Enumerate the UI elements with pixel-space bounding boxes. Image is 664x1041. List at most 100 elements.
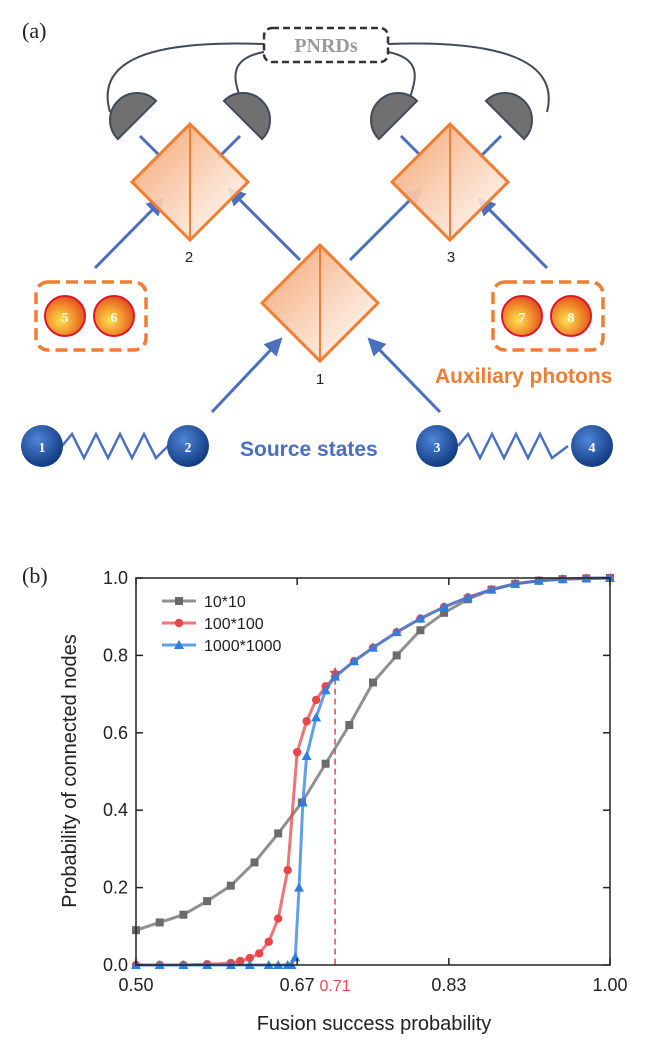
series-line — [136, 576, 611, 967]
aux-photon: 5 — [44, 295, 86, 337]
y-tick-label: 0.2 — [103, 878, 128, 898]
data-point — [391, 627, 402, 637]
data-point — [264, 937, 273, 946]
data-point — [320, 685, 331, 695]
svg-text:1: 1 — [39, 441, 46, 456]
y-tick-label: 0.6 — [103, 723, 128, 743]
detector-wire-left — [106, 42, 265, 113]
data-point — [311, 695, 321, 705]
source-photon: 3 — [416, 425, 458, 467]
x-axis-label: Fusion success probability — [257, 1013, 492, 1035]
svg-text:3: 3 — [434, 441, 441, 456]
panel-a-label: (a) — [22, 18, 46, 43]
legend-label: 10*10 — [204, 594, 246, 611]
data-point — [250, 858, 259, 867]
beam-splitter — [389, 121, 511, 243]
y-tick-label: 0.0 — [103, 955, 128, 975]
data-point — [203, 897, 212, 906]
y-tick-label: 0.8 — [103, 645, 128, 665]
data-point — [274, 829, 283, 838]
pnrd-box — [262, 26, 390, 64]
data-point — [292, 747, 302, 757]
data-point — [368, 642, 378, 652]
splitter-label: 2 — [185, 249, 193, 266]
source-photon: 4 — [571, 425, 613, 467]
data-point — [226, 881, 235, 890]
data-point — [175, 597, 183, 605]
data-point — [155, 918, 164, 927]
data-point — [283, 865, 292, 875]
detector-icon — [484, 92, 533, 141]
splitter-label: 3 — [447, 249, 455, 266]
data-point — [486, 584, 497, 594]
data-point — [236, 956, 245, 966]
legend-label: 1000*1000 — [204, 638, 282, 655]
data-point — [174, 640, 184, 649]
detector-icon — [370, 92, 419, 141]
data-point — [416, 626, 425, 635]
data-point — [369, 678, 377, 687]
pnrd-label: PNRDs — [294, 35, 358, 57]
data-point — [415, 613, 426, 623]
y-tick-label: 0.4 — [103, 800, 128, 820]
data-point — [349, 656, 360, 666]
aux-photon-group — [34, 280, 148, 352]
svg-text:5: 5 — [62, 311, 69, 326]
data-point — [439, 602, 450, 612]
data-point — [290, 952, 301, 962]
data-point — [302, 716, 311, 726]
data-point — [311, 712, 322, 722]
y-axis-label: Probability of connected nodes — [59, 634, 81, 908]
data-point — [274, 914, 283, 923]
photon-path — [477, 197, 549, 270]
svg-text:7: 7 — [519, 311, 526, 326]
detector-icon — [222, 92, 271, 141]
detector-wire-right — [387, 42, 550, 113]
panel-b-label: (b) — [22, 563, 48, 588]
y-tick-label: 1.0 — [103, 568, 128, 588]
data-point — [301, 751, 312, 761]
aux-photon: 7 — [501, 295, 543, 337]
aux-label: Auxiliary photons — [435, 365, 612, 388]
data-point — [174, 618, 184, 628]
entanglement-bond — [61, 431, 169, 461]
data-point — [294, 882, 305, 892]
x-tick-label: 1.00 — [592, 975, 627, 995]
aux-photon: 8 — [550, 295, 592, 337]
fusion-scheme-diagram: (a) PNRDs 2 3 — [21, 18, 613, 467]
splitter-label: 1 — [316, 371, 324, 388]
data-point — [510, 578, 521, 588]
plot-frame — [135, 577, 611, 966]
x-tick-label: 0.83 — [431, 975, 466, 995]
series-1 — [131, 573, 615, 970]
entanglement-bond — [457, 431, 569, 461]
source-label: Source states — [240, 438, 378, 461]
x-tick-label: 0.50 — [118, 975, 153, 995]
beam-splitter — [129, 121, 251, 243]
photon-path — [348, 187, 423, 262]
data-point — [297, 797, 308, 807]
data-point — [179, 910, 188, 919]
aux-photon: 6 — [93, 295, 135, 337]
svg-text:4: 4 — [589, 441, 596, 456]
data-point — [345, 721, 354, 730]
data-point — [321, 759, 330, 768]
data-point — [533, 575, 544, 585]
data-point — [245, 953, 254, 963]
series-line — [136, 576, 611, 967]
photon-path — [367, 337, 442, 414]
detector-icon — [109, 92, 158, 141]
data-point — [330, 671, 341, 681]
svg-text:2: 2 — [185, 441, 192, 456]
photon-path — [93, 197, 165, 270]
source-photon: 1 — [21, 425, 63, 467]
photon-path — [227, 187, 302, 262]
source-photon: 2 — [167, 425, 209, 467]
data-point — [440, 608, 449, 617]
photon-path — [210, 337, 283, 414]
aux-photon-group — [491, 280, 605, 352]
data-point — [462, 592, 473, 602]
photon-path — [477, 134, 503, 160]
threshold-label: 0.71 — [320, 978, 351, 995]
